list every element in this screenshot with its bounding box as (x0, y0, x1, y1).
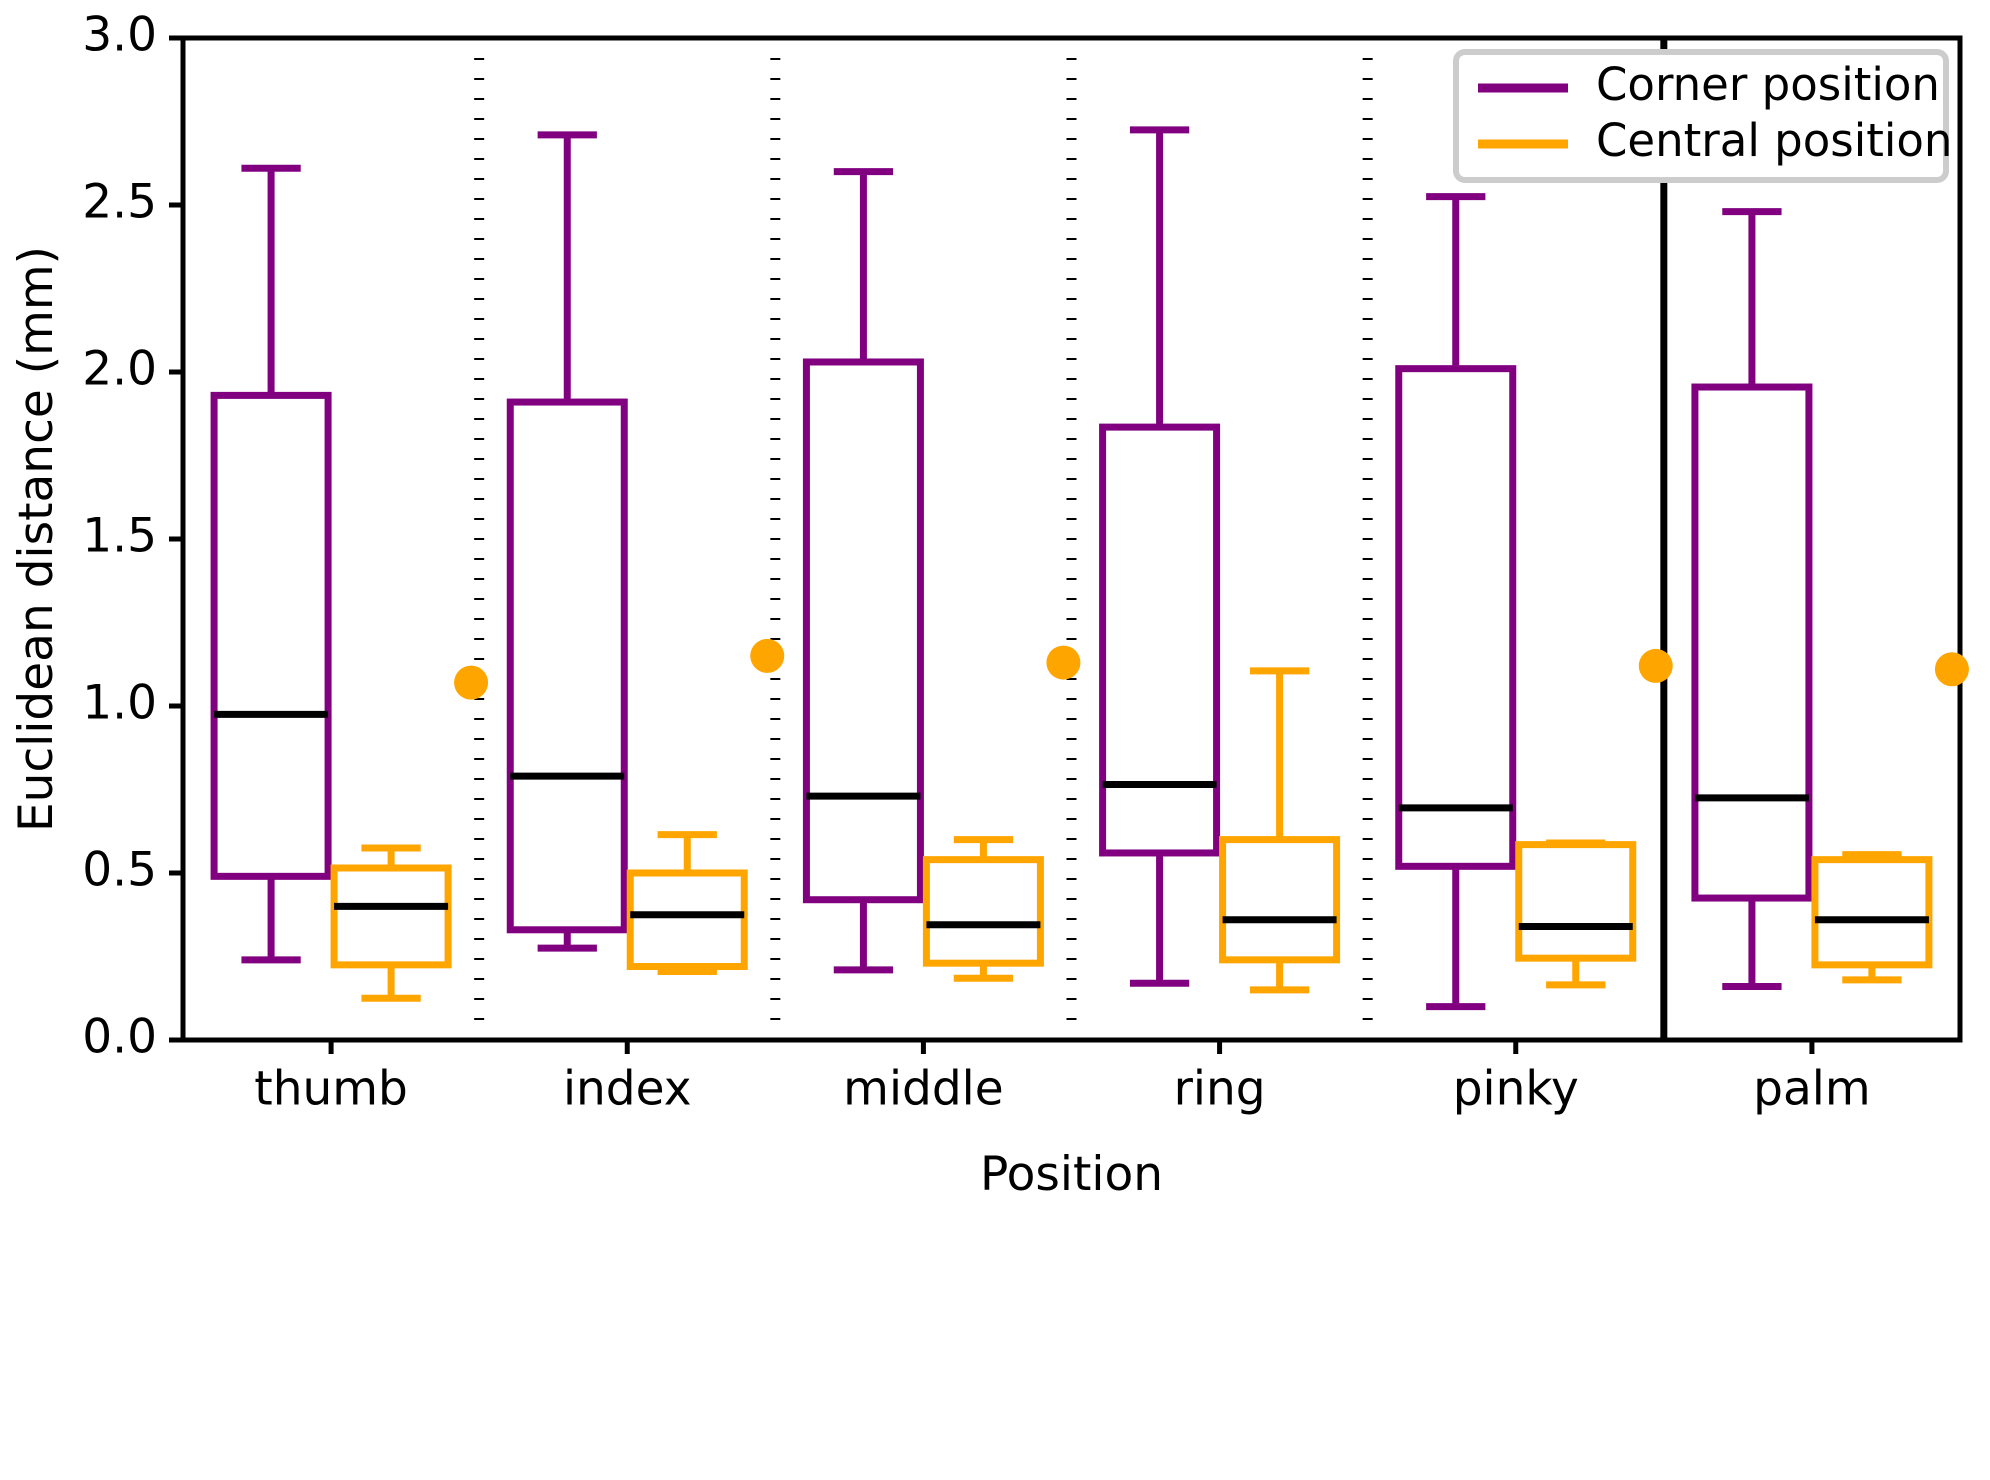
outlier-point (750, 638, 785, 673)
boxplot-central-position-thumb (330, 844, 452, 1002)
x-axis-title: Position (980, 1147, 1163, 1202)
outlier-point (454, 665, 489, 700)
legend-label-0: Corner position (1596, 58, 1940, 111)
boxplot-central-position-middle (922, 836, 1044, 982)
y-tick-label: 0.5 (82, 843, 157, 898)
x-tick-label-middle: middle (843, 1061, 1003, 1116)
y-tick-label: 2.5 (82, 175, 157, 230)
x-tick-label-pinky: pinky (1453, 1061, 1579, 1116)
x-tick-label-thumb: thumb (254, 1061, 408, 1116)
boxplot-central-position-ring (1219, 667, 1341, 994)
boxplot-corner-position-pinky (1395, 193, 1517, 1011)
legend-label-1: Central position (1596, 114, 1952, 167)
y-tick-label: 0.0 (82, 1010, 157, 1065)
boxplot-corner-position-middle (802, 168, 924, 974)
x-tick-label-index: index (563, 1061, 692, 1116)
x-tick-label-palm: palm (1753, 1061, 1870, 1116)
outlier-point (1638, 648, 1673, 683)
boxplot-corner-position-index (506, 131, 628, 952)
y-tick-label: 3.0 (82, 8, 157, 63)
y-tick-label: 2.0 (82, 342, 157, 397)
boxplot-corner-position-palm (1691, 208, 1813, 991)
legend-box (1453, 49, 1949, 183)
outlier-point (1046, 645, 1081, 680)
y-tick-label: 1.5 (82, 509, 157, 564)
y-tick-label: 1.0 (82, 676, 157, 731)
boxplot-corner-position-thumb (210, 164, 332, 964)
boxplot-central-position-palm (1811, 851, 1933, 984)
y-axis-title: Euclidean distance (mm) (9, 246, 64, 832)
outlier-point (1934, 652, 1969, 687)
x-tick-label-ring: ring (1174, 1061, 1266, 1116)
boxplot-corner-position-ring (1099, 126, 1221, 987)
boxplot-central-position-index (626, 831, 748, 976)
boxplot-central-position-pinky (1515, 839, 1637, 989)
